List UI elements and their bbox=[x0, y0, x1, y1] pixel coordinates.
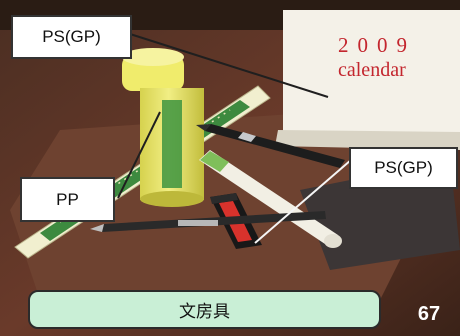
page-number: 67 bbox=[417, 303, 441, 325]
callout-line-ps-top bbox=[129, 33, 329, 98]
callout-line-pp bbox=[117, 111, 161, 199]
callout-line-ps-right bbox=[254, 159, 352, 244]
calendar-year: 2009 bbox=[338, 33, 416, 57]
glue-stick bbox=[122, 48, 204, 207]
label-ps-gp-right: PS(GP) bbox=[349, 147, 458, 189]
label-ps-gp-top: PS(GP) bbox=[11, 15, 132, 59]
mechanical-pencil bbox=[90, 211, 326, 232]
label-pp: PP bbox=[20, 177, 115, 222]
desk-calendar: 2009 calendar bbox=[275, 10, 460, 150]
calendar-word: calendar bbox=[338, 59, 406, 81]
black-pen bbox=[196, 124, 345, 168]
white-marker bbox=[199, 150, 342, 248]
caption-box: 文房具 bbox=[28, 290, 381, 329]
